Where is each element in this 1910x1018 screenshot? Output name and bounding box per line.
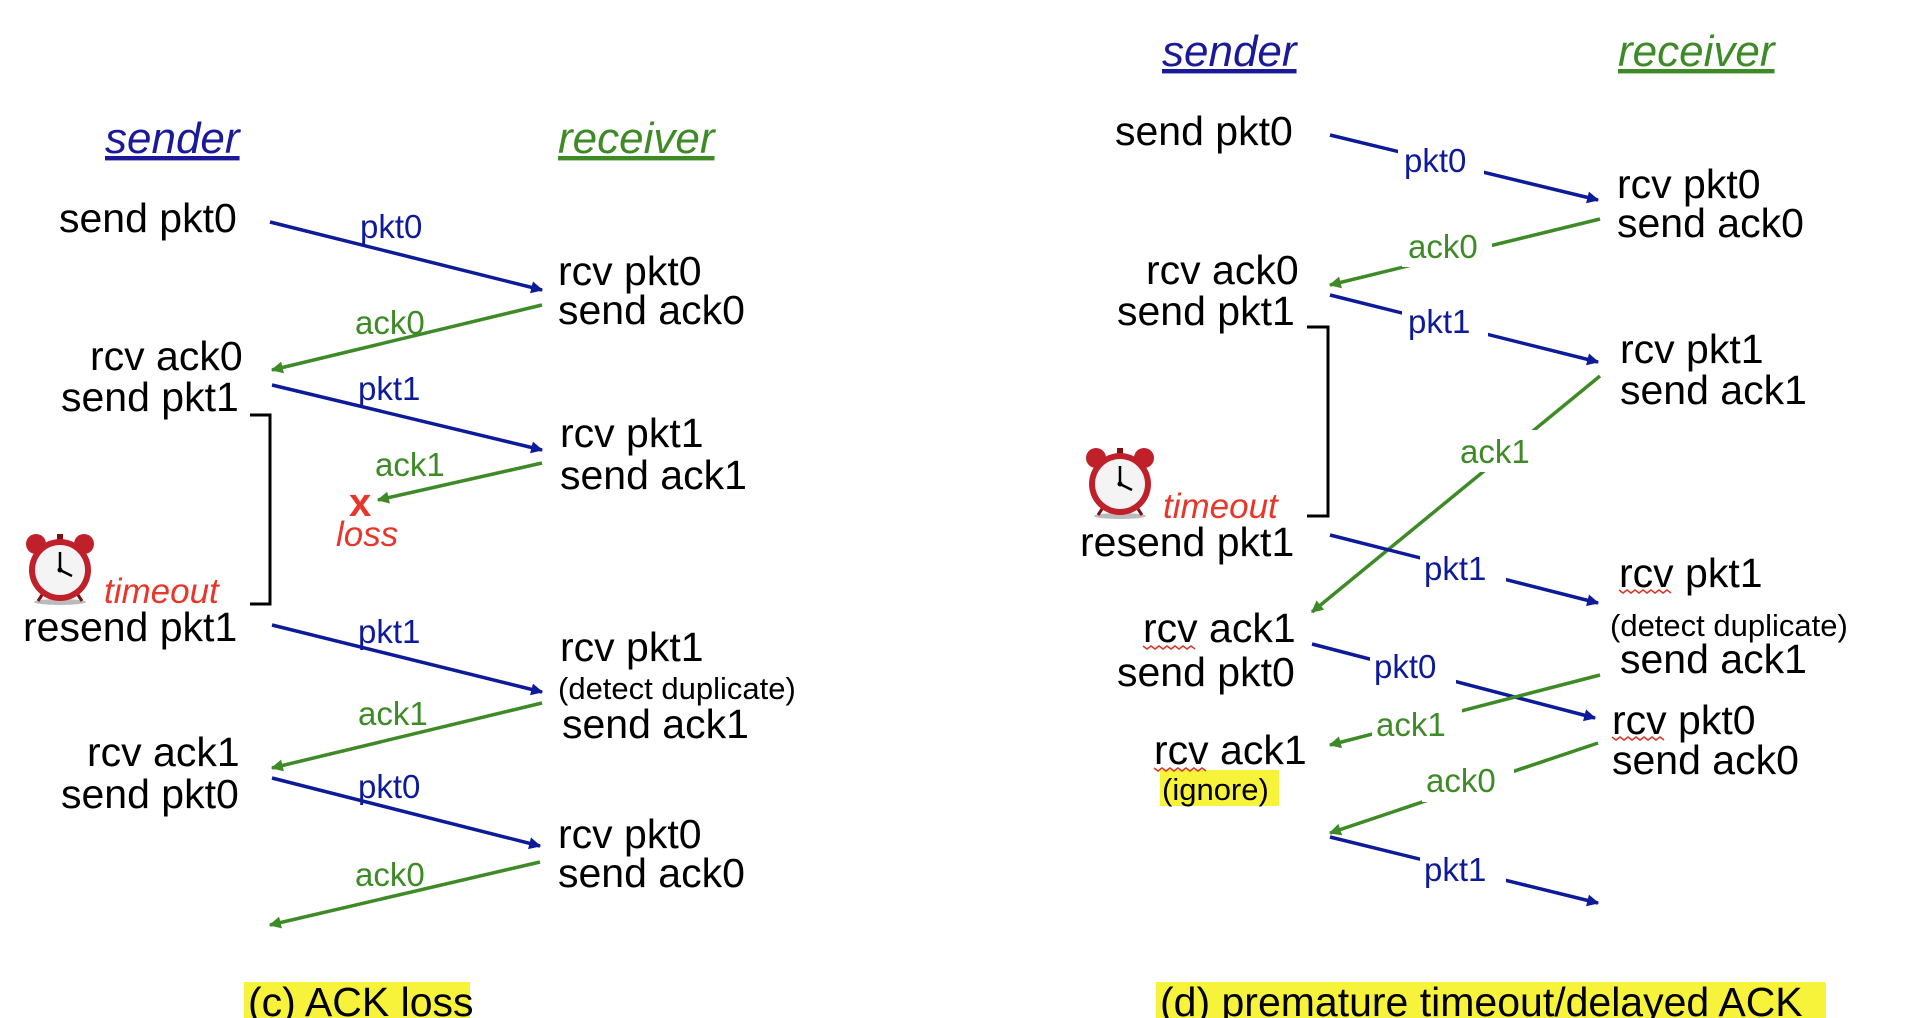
right-msg-label: pkt0 bbox=[1404, 142, 1466, 179]
left-msg-label: ack0 bbox=[355, 304, 425, 341]
spellcheck-squiggle bbox=[1142, 645, 1196, 650]
ignore-highlight bbox=[1160, 770, 1279, 806]
left-arrow-pkt1 bbox=[271, 383, 544, 454]
left-receiver-event: rcv pkt1 bbox=[560, 624, 704, 670]
left-receiver-event: send ack0 bbox=[558, 287, 745, 333]
left-sender-event: send pkt0 bbox=[61, 771, 239, 817]
right-receiver-event: send ack0 bbox=[1612, 737, 1799, 783]
right-msg-label: pkt1 bbox=[1408, 303, 1470, 340]
left-msg-label: pkt1 bbox=[358, 370, 420, 407]
left-caption-highlight bbox=[244, 982, 470, 1018]
right-sender-event: resend pkt1 bbox=[1080, 519, 1294, 565]
left-timeout-bracket bbox=[250, 413, 272, 606]
right-arrow-ack1-delayed bbox=[1310, 374, 1602, 614]
right-caption-highlight bbox=[1156, 982, 1826, 1018]
right-receiver-event: rcv pkt0 bbox=[1617, 161, 1761, 207]
right-sender-event: (ignore) bbox=[1162, 772, 1269, 807]
left-msg-label: ack0 bbox=[355, 856, 425, 893]
left-receiver-event: (detect duplicate) bbox=[558, 671, 796, 706]
left-receiver-event: rcv pkt1 bbox=[560, 410, 704, 456]
right-receiver-event: rcv pkt0 bbox=[1612, 697, 1756, 743]
left-arrow-pkt0-2 bbox=[271, 776, 542, 850]
right-msg-label: pkt0 bbox=[1374, 648, 1436, 685]
spellcheck-squiggle bbox=[1153, 767, 1207, 772]
left-msg-label: ack1 bbox=[375, 446, 445, 483]
spellcheck-squiggle bbox=[1618, 589, 1672, 594]
spellcheck-squiggle bbox=[1611, 736, 1665, 741]
left-caption: (c) ACK loss bbox=[248, 979, 474, 1018]
right-receiver-header: receiver bbox=[1618, 27, 1777, 76]
left-sender-event: send pkt0 bbox=[59, 195, 237, 241]
left-msg-label: ack1 bbox=[358, 695, 428, 732]
alarm-clock-icon bbox=[24, 532, 96, 606]
left-receiver-event: rcv pkt0 bbox=[558, 248, 702, 294]
left-sender-event: rcv ack0 bbox=[90, 333, 243, 379]
left-receiver-event: send ack0 bbox=[558, 850, 745, 896]
right-timeout-bracket bbox=[1307, 325, 1330, 518]
left-sender-header: sender bbox=[105, 114, 242, 163]
right-receiver-event: rcv pkt1 bbox=[1620, 326, 1764, 372]
left-arrow-pkt1-resend bbox=[271, 623, 544, 696]
left-receiver-event: rcv pkt0 bbox=[558, 811, 702, 857]
left-receiver-event: send ack1 bbox=[560, 452, 747, 498]
right-msg-label: pkt1 bbox=[1424, 550, 1486, 587]
panel-ack-loss: sender receiver send pkt0 rcv ack0 send … bbox=[23, 114, 796, 1018]
right-msg-label: pkt1 bbox=[1424, 851, 1486, 888]
left-arrow-pkt0 bbox=[269, 220, 544, 294]
right-receiver-event: (detect duplicate) bbox=[1610, 608, 1848, 643]
right-sender-event: rcv ack0 bbox=[1146, 247, 1299, 293]
right-timeout-label: timeout bbox=[1163, 487, 1279, 526]
right-msg-label: ack1 bbox=[1460, 433, 1530, 470]
right-msg-label: ack0 bbox=[1426, 762, 1496, 799]
left-msg-label: pkt0 bbox=[358, 768, 420, 805]
right-sender-event: rcv ack1 bbox=[1143, 605, 1296, 651]
right-receiver-event: rcv pkt1 bbox=[1619, 550, 1763, 596]
panel-premature-timeout: sender receiver send pkt0 rcv ack0 send … bbox=[1080, 27, 1848, 1018]
right-sender-event: send pkt0 bbox=[1117, 649, 1295, 695]
right-receiver-event: send ack0 bbox=[1617, 200, 1804, 246]
right-sender-event: send pkt1 bbox=[1117, 288, 1295, 334]
left-receiver-event: send ack1 bbox=[562, 701, 749, 747]
alarm-clock-icon bbox=[1084, 446, 1156, 520]
loss-label: loss bbox=[336, 515, 398, 554]
right-sender-event: send pkt0 bbox=[1115, 108, 1293, 154]
left-sender-event: send pkt1 bbox=[61, 374, 239, 420]
right-msg-label: ack1 bbox=[1376, 706, 1446, 743]
right-sender-header: sender bbox=[1162, 27, 1299, 76]
right-caption: (d) premature timeout/delayed ACK bbox=[1160, 979, 1803, 1018]
left-msg-label: pkt0 bbox=[360, 208, 422, 245]
right-receiver-event: send ack1 bbox=[1620, 367, 1807, 413]
loss-x-mark: x bbox=[349, 481, 371, 525]
left-msg-label: pkt1 bbox=[358, 613, 420, 650]
right-receiver-event: send ack1 bbox=[1620, 636, 1807, 682]
left-arrow-ack0-2 bbox=[268, 860, 541, 929]
left-arrow-ack1 bbox=[270, 701, 543, 772]
right-sender-event: rcv ack1 bbox=[1154, 727, 1307, 773]
left-sender-event: rcv ack1 bbox=[87, 729, 240, 775]
left-arrow-ack1-lost bbox=[376, 461, 543, 504]
left-receiver-header: receiver bbox=[558, 114, 717, 163]
left-arrow-ack0 bbox=[270, 303, 543, 374]
right-msg-label: ack0 bbox=[1408, 228, 1478, 265]
left-sender-event: resend pkt1 bbox=[23, 604, 237, 650]
left-timeout-label: timeout bbox=[104, 572, 220, 611]
